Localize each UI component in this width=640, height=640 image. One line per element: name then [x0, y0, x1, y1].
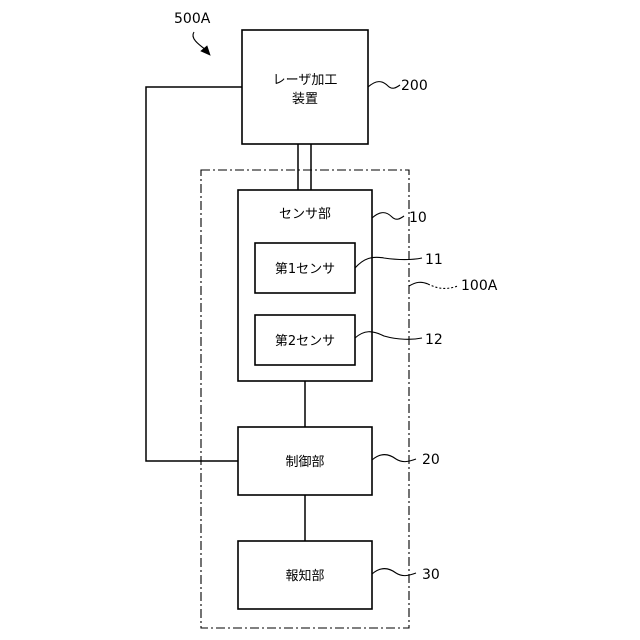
notification-unit-ref: 30: [422, 567, 440, 583]
notification-unit-label: 報知部: [285, 568, 324, 584]
first-sensor-label: 第1センサ: [275, 262, 335, 277]
control-unit-label: 制御部: [285, 455, 324, 470]
sensor-unit-ref: 10: [409, 210, 427, 226]
module-leader-dotted: [428, 284, 458, 288]
sensor-unit-leader: [372, 213, 404, 220]
laser-device-label-line2: 装置: [292, 92, 318, 107]
system-ref: 500A: [174, 11, 211, 27]
system-ref-arrow-line: [193, 32, 206, 50]
second-sensor-label: 第2センサ: [275, 334, 335, 349]
module-ref: 100A: [461, 278, 498, 294]
second-sensor-ref: 12: [425, 332, 443, 348]
laser-to-control-connector: [146, 87, 242, 461]
module-leader-solid: [409, 282, 428, 286]
first-sensor-ref: 11: [425, 252, 443, 268]
laser-device-leader: [368, 82, 400, 89]
laser-device-label-line1: レーザ加工: [273, 73, 338, 88]
sensor-unit-label: センサ部: [279, 207, 331, 222]
control-unit-ref: 20: [422, 452, 440, 468]
laser-device-ref: 200: [401, 78, 428, 94]
